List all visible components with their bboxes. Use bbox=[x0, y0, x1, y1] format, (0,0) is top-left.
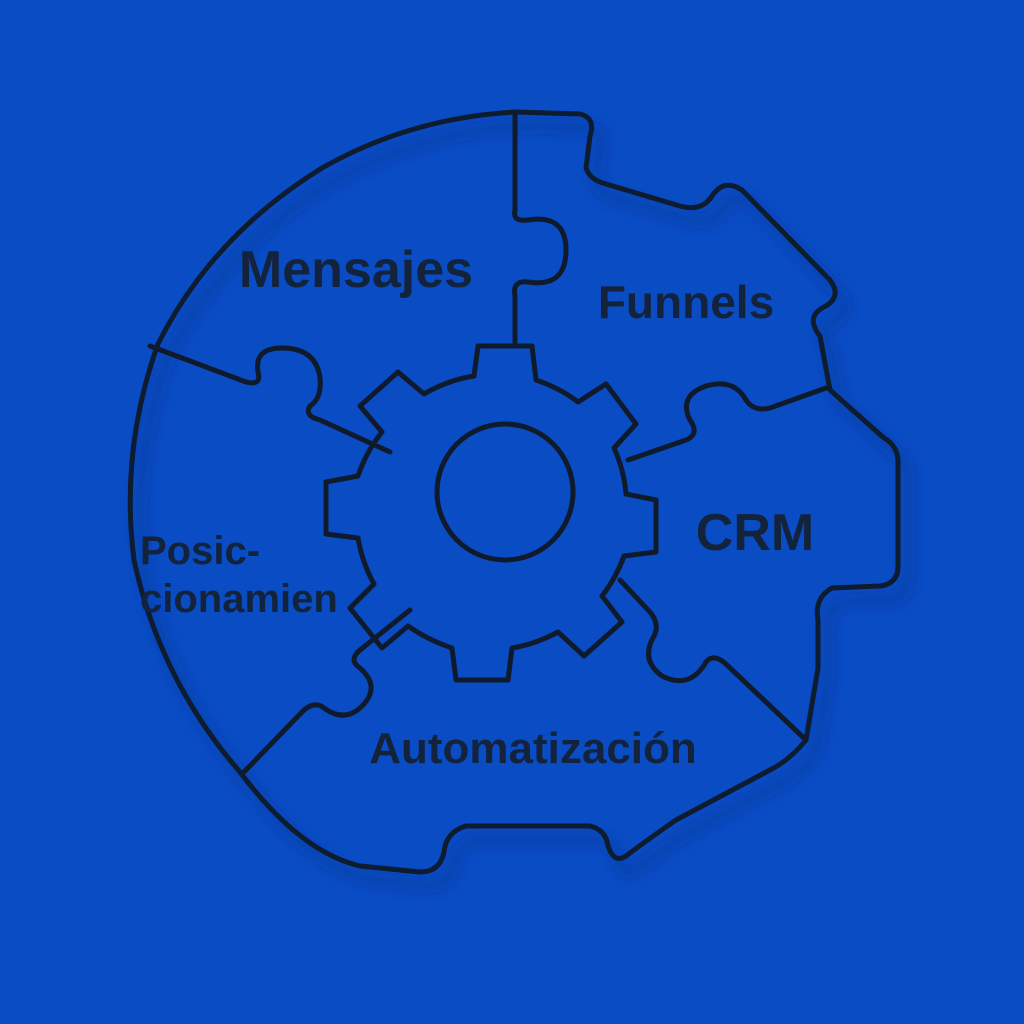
divider-posicionamiento-automatizacion bbox=[241, 607, 413, 775]
wheel-body bbox=[127, 109, 901, 875]
divider-crm-automatizacion bbox=[617, 577, 809, 743]
segment-label-automatizacion: Automatización bbox=[369, 724, 697, 773]
segment-label-funnels: Funnels bbox=[598, 276, 774, 328]
segment-label-mensajes: Mensajes bbox=[239, 241, 473, 299]
segment-label-crm: CRM bbox=[696, 504, 814, 562]
divider-funnels-crm bbox=[625, 381, 829, 463]
puzzle-divisions bbox=[147, 109, 829, 775]
divider-mensajes-posicionamiento bbox=[147, 343, 393, 455]
gear-shape bbox=[323, 343, 659, 683]
segment-label-posicionamiento-line2: cionamien bbox=[140, 577, 338, 621]
wheel-outline bbox=[127, 109, 901, 875]
segment-label-posicionamiento-line1: Posic- bbox=[140, 529, 260, 573]
divider-mensajes-funnels bbox=[512, 109, 569, 348]
gear-icon bbox=[323, 343, 659, 683]
gear-hole bbox=[434, 421, 576, 563]
